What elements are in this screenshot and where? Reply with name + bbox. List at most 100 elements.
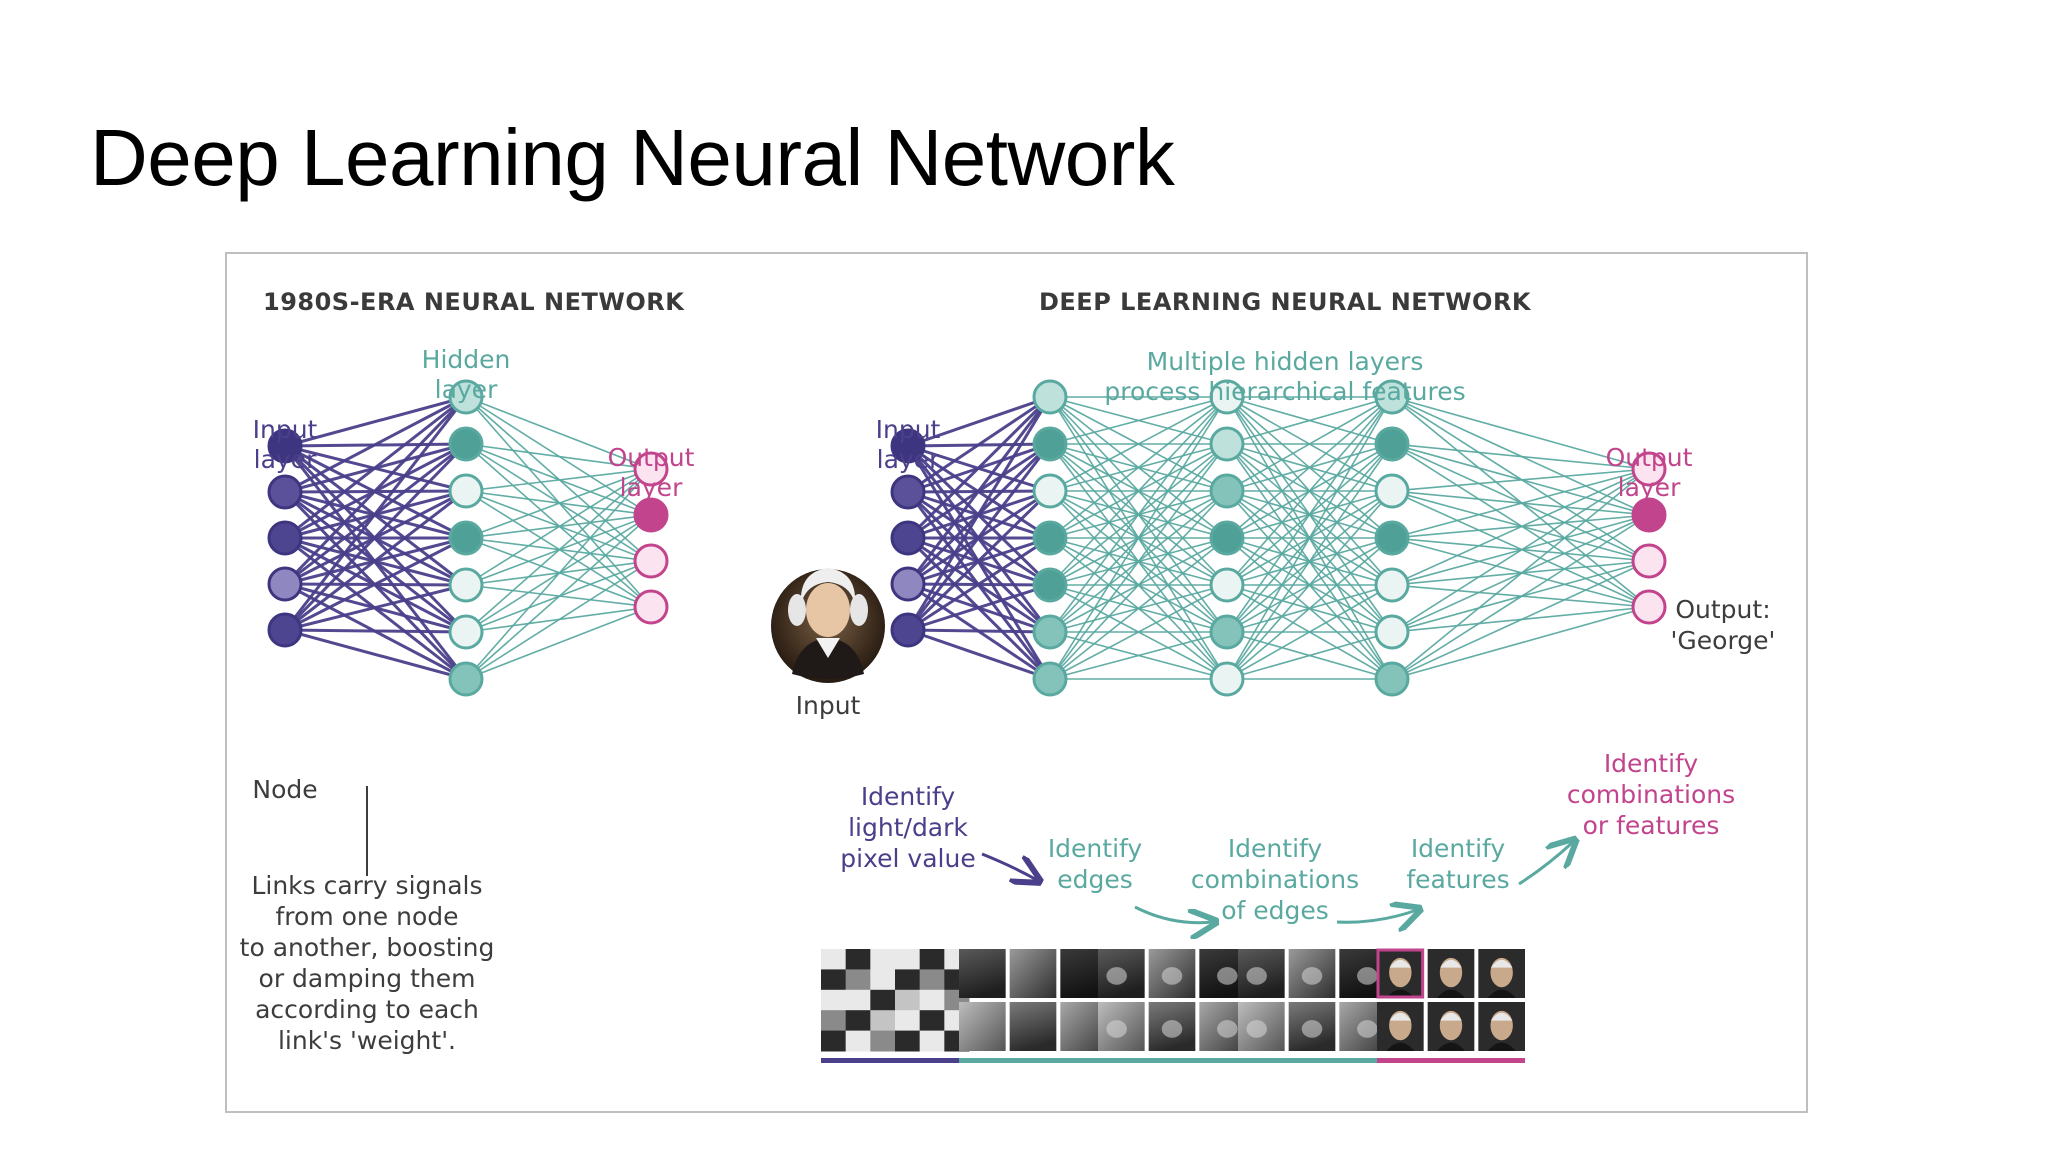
deep-output-layer-label-2: layer	[1618, 473, 1681, 502]
old-input-hidden-link	[284, 395, 467, 448]
pixel-tile	[870, 1010, 896, 1032]
deep-h3-output-link	[1391, 468, 1650, 586]
thumbnail-underline	[959, 1058, 1107, 1063]
deep-input-node-5	[890, 612, 926, 648]
deep-h3-output-link	[1391, 606, 1650, 680]
deep-input-h1-link	[907, 395, 1051, 448]
deep-input-h1-link	[907, 536, 1051, 632]
stage-pixel-label-1: Identify	[861, 782, 956, 811]
deep-hidden2-node-3	[1209, 473, 1245, 509]
input-image-label: Input	[796, 691, 861, 720]
deep-h2-h3-link	[1226, 537, 1393, 680]
old-hidden-output-link	[465, 443, 652, 470]
deep-h3-output-link	[1391, 468, 1650, 680]
old-hidden-output-link	[465, 468, 652, 586]
neural-network-figure: 1980S-ERA NEURAL NETWORK DEEP LEARNING N…	[225, 252, 1808, 1113]
deep-h3-output-link	[1391, 468, 1650, 492]
pixel-tile	[870, 989, 896, 1011]
pixel-tile	[821, 1010, 847, 1032]
deep-h1-h2-link	[1049, 584, 1228, 680]
old-output-layer-label-1: Output	[608, 443, 695, 472]
old-input-hidden-link	[284, 489, 467, 632]
deep-input-h1-link	[906, 396, 1052, 631]
deep-input-node-1	[890, 428, 926, 464]
deep-hidden1-node-3	[1032, 473, 1068, 509]
links-caption-line-1: Links carry signals	[251, 871, 482, 900]
old-hidden-node-6	[448, 614, 484, 650]
output-result-label-2: 'George'	[1671, 626, 1776, 655]
deep-hidden2-node-5	[1209, 567, 1245, 603]
deep-input-layer-label-1: Input	[876, 415, 941, 444]
deep-h2-h3-link	[1226, 396, 1393, 492]
deep-hidden1-node-6	[1032, 614, 1068, 650]
deep-h1-h2-link	[1049, 490, 1228, 680]
old-network-heading: 1980S-ERA NEURAL NETWORK	[263, 288, 685, 316]
stage-combos-label-1: Identify	[1228, 834, 1323, 863]
deep-h3-output-link	[1391, 560, 1650, 680]
old-input-hidden-link	[284, 628, 467, 681]
deep-h2-h3-link	[1226, 443, 1393, 680]
stage-combos-label-3: of edges	[1221, 896, 1329, 925]
old-input-node-3	[267, 520, 303, 556]
deep-h2-h3-link	[1226, 396, 1393, 445]
deep-hidden3-node-2	[1374, 426, 1410, 462]
deep-output-layer-label-1: Output	[1606, 443, 1693, 472]
feature-tile-edges	[1009, 949, 1057, 998]
deep-h1-h2-link	[1049, 396, 1228, 492]
thumbnail-underline	[821, 1058, 969, 1063]
links-caption-line-4: or damping them	[259, 964, 476, 993]
deep-h2-h3-link	[1226, 396, 1393, 586]
network-diagram-svg: 1980S-ERA NEURAL NETWORK DEEP LEARNING N…	[240, 288, 1776, 1063]
feature-tile-edges	[959, 949, 1006, 998]
deep-hidden2-node-4	[1209, 520, 1245, 556]
pixel-tile	[919, 989, 945, 1011]
old-hidden-layer-label-2: layer	[435, 375, 498, 404]
input-portrait	[771, 568, 885, 683]
old-input-layer-label-2: layer	[254, 445, 317, 474]
feature-highlight	[1217, 1020, 1238, 1038]
old-input-node-1	[267, 428, 303, 464]
feature-highlight	[1217, 967, 1238, 985]
deep-h2-h3-link	[1226, 396, 1393, 680]
old-input-hidden-link	[284, 583, 467, 632]
arrow-to-faces-icon	[1518, 842, 1573, 886]
stage-features-label-2: features	[1406, 865, 1509, 894]
deep-hidden2-node-6	[1209, 614, 1245, 650]
deep-h1-h2-link	[1049, 396, 1228, 539]
old-input-hidden-link	[284, 536, 467, 632]
output-result-label-1: Output:	[1675, 595, 1770, 624]
feature-highlight	[1301, 967, 1323, 985]
pixel-tile	[919, 1010, 945, 1032]
pixel-tile	[845, 1010, 871, 1032]
deep-hidden2-node-2	[1209, 426, 1245, 462]
stage-edges-label-1: Identify	[1048, 834, 1143, 863]
old-hidden-node-5	[448, 567, 484, 603]
old-hidden-node-3	[448, 473, 484, 509]
deep-hidden-caption-1: Multiple hidden layers	[1147, 347, 1424, 376]
pixel-tile	[821, 969, 847, 991]
old-hidden-output-link	[465, 560, 652, 680]
old-hidden-node-2	[448, 426, 484, 462]
deep-h2-h3-link	[1226, 396, 1393, 539]
stage-combos-features-label-1: Identify	[1604, 749, 1699, 778]
stage-pixel-label-2: light/dark	[848, 813, 968, 842]
old-hidden-node-1	[448, 379, 484, 415]
feature-highlight	[1246, 967, 1267, 985]
pixel-tile	[919, 1030, 945, 1052]
deep-input-layer-label-2: layer	[877, 445, 940, 474]
thumbnail-group-features	[1238, 949, 1386, 1063]
old-hidden-output-link	[465, 468, 652, 492]
deep-input-h1-link	[907, 395, 1051, 494]
thumbnail-group-faces	[1376, 948, 1525, 1063]
arrow-to-features-icon	[1336, 910, 1417, 922]
pixel-tile	[821, 949, 847, 970]
deep-h3-output-link	[1391, 443, 1650, 470]
old-hidden-output-link	[465, 396, 652, 470]
links-caption-line-5: according to each	[255, 995, 479, 1024]
feature-highlight	[1161, 1020, 1183, 1038]
thumbnail-underline	[1098, 1058, 1246, 1063]
links-caption-line-6: link's 'weight'.	[278, 1026, 456, 1055]
old-network-links	[283, 395, 652, 681]
stage-combos-features-label-3: or features	[1583, 811, 1720, 840]
thumbnail-group-edges	[959, 949, 1107, 1063]
